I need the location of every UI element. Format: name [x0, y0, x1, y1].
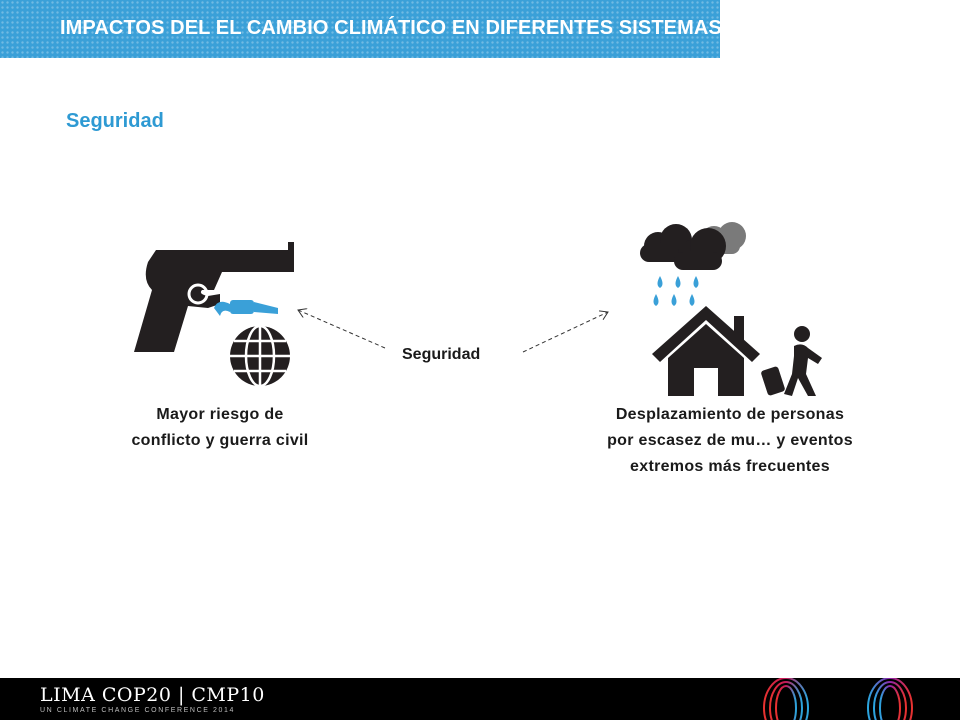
storm-house-person-icon	[636, 218, 836, 403]
slide-title: IMPACTOS DEL EL CAMBIO CLIMÁTICO EN DIFE…	[60, 17, 722, 39]
footer-brand: LIMA COP20 | CMP10	[40, 684, 265, 706]
caption-line: Mayor riesgo de	[156, 406, 284, 423]
right-caption: Desplazamiento de personas por escasez d…	[580, 402, 880, 480]
cop20-logo-icon	[750, 677, 930, 725]
caption-line: Desplazamiento de personas	[615, 406, 845, 423]
arrow-to-left	[298, 310, 386, 349]
arrow-to-right	[522, 312, 608, 353]
caption-line: por escasez de mu… y eventos	[607, 432, 853, 449]
caption-line: extremos más frecuentes	[630, 458, 830, 475]
left-caption: Mayor riesgo de conflicto y guerra civil	[100, 402, 340, 454]
caption-line: conflicto y guerra civil	[131, 432, 309, 449]
footer-subtitle: UN CLIMATE CHANGE CONFERENCE 2014	[40, 707, 236, 714]
section-title: Seguridad	[66, 110, 164, 132]
gun-grenade-icon	[128, 238, 298, 403]
center-label: Seguridad	[402, 346, 481, 363]
title-bar	[0, 0, 720, 58]
